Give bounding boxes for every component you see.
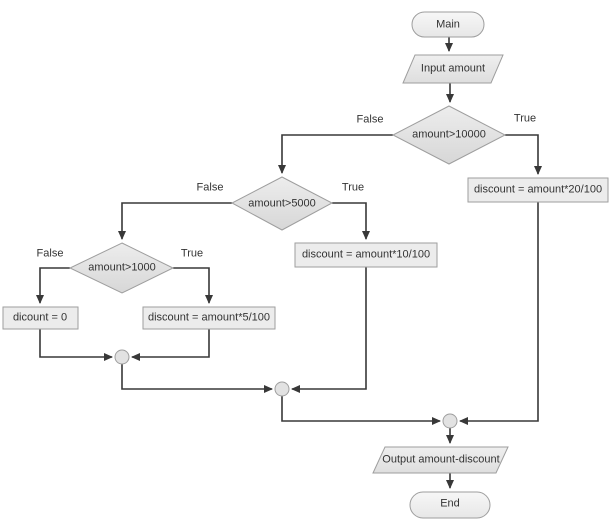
node-label-check5000: amount>5000 <box>248 197 316 210</box>
node-shape-output-parallelogram <box>372 446 509 474</box>
edge-discount10-to-merge2 <box>291 267 367 393</box>
merge-junction-1 <box>114 349 130 365</box>
edge-check1000-false <box>36 267 70 304</box>
node-label-discount5: discount = amount*5/100 <box>147 311 271 324</box>
node-label-discount20: discount = amount*20/100 <box>473 183 603 196</box>
branch-label-check10000-false: False <box>356 113 384 126</box>
node-shape-discount10-rect <box>294 242 438 268</box>
branch-label-check1000-true: True <box>180 247 204 260</box>
node-label-discount0: dicount = 0 <box>12 311 68 324</box>
branch-label-check5000-true: True <box>341 181 365 194</box>
node-shape-end-terminator <box>409 491 491 519</box>
edge-check5000-true <box>332 202 370 240</box>
edge-check10000-false <box>278 134 393 174</box>
merge-junction-2 <box>274 381 290 397</box>
flowchart-edges <box>36 37 542 489</box>
edge-check1000-true <box>173 267 213 304</box>
node-shape-discount5-rect <box>142 306 276 330</box>
edge-check10000-true <box>505 134 542 175</box>
edge-merge2-to-merge3 <box>281 396 441 425</box>
edge-merge1-to-merge2 <box>121 364 273 393</box>
edge-check5000-false <box>118 202 232 240</box>
edge-discount5-to-merge1 <box>131 329 210 361</box>
edge-discount20-to-merge3 <box>459 202 539 425</box>
node-shape-discount20-rect <box>467 177 609 203</box>
node-shape-check10000-diamond <box>391 105 507 165</box>
node-shape-input-parallelogram <box>402 54 504 84</box>
branch-label-check1000-false: False <box>36 247 64 260</box>
node-shape-check5000-diamond <box>230 176 334 231</box>
flowchart-nodes <box>2 11 609 519</box>
edge-discount0-to-merge1 <box>39 329 113 361</box>
node-label-discount10: discount = amount*10/100 <box>301 248 431 261</box>
branch-label-check10000-true: True <box>513 112 537 125</box>
node-label-check1000: amount>1000 <box>88 261 156 274</box>
node-label-output: Output amount-discount <box>382 453 500 466</box>
node-shape-main-terminator <box>411 11 485 38</box>
merge-junction-3 <box>442 413 458 429</box>
node-label-check10000: amount>10000 <box>412 128 486 141</box>
node-shape-discount0-rect <box>2 306 79 330</box>
node-label-end: End <box>440 497 460 510</box>
node-label-main: Main <box>436 18 460 31</box>
branch-label-check5000-false: False <box>196 181 224 194</box>
node-shape-check1000-diamond <box>68 242 175 294</box>
node-label-input: Input amount <box>420 62 486 75</box>
